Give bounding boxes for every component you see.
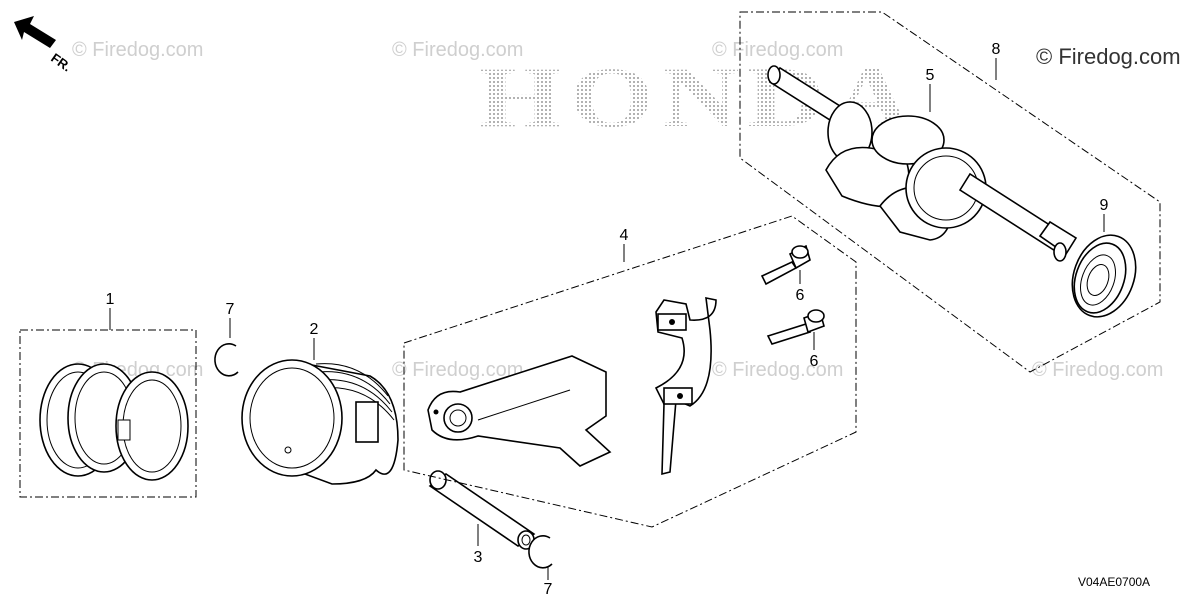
callout-7-lower: 7 bbox=[544, 581, 553, 598]
callout-7-upper: 7 bbox=[226, 301, 235, 318]
crankshaft bbox=[767, 65, 1078, 262]
callout-1: 1 bbox=[106, 291, 115, 308]
callout-8: 8 bbox=[992, 41, 1001, 58]
callout-2: 2 bbox=[310, 321, 319, 338]
callout-5: 5 bbox=[926, 67, 935, 84]
piston-pin-clip bbox=[528, 535, 553, 569]
piston-pin bbox=[428, 470, 536, 550]
watermark-text: © Firedog.com bbox=[712, 39, 843, 61]
front-label: FR. bbox=[48, 50, 74, 74]
crankshaft-bearing bbox=[1071, 234, 1137, 318]
watermark-text: © Firedog.com bbox=[712, 359, 843, 381]
watermark-text: © Firedog.com bbox=[1036, 44, 1181, 69]
piston bbox=[241, 359, 399, 485]
watermark-text: © Firedog.com bbox=[72, 39, 203, 61]
connecting-rod-bolt bbox=[766, 309, 825, 345]
callout-6-upper: 6 bbox=[796, 287, 805, 304]
connecting-rod-cap bbox=[654, 296, 717, 476]
diagram-code: V04AE0700A bbox=[1078, 575, 1150, 589]
connecting-rod bbox=[427, 355, 612, 467]
forward-arrow-icon bbox=[14, 16, 56, 48]
watermark-text: © Firedog.com bbox=[392, 39, 523, 61]
callout-9: 9 bbox=[1100, 197, 1109, 214]
watermark-text: © Firedog.com bbox=[392, 359, 523, 381]
callout-3: 3 bbox=[474, 549, 483, 566]
connecting-rod-bolt bbox=[760, 244, 811, 286]
piston-ring-set bbox=[19, 329, 197, 498]
piston-pin-clip bbox=[214, 343, 239, 377]
callout-6-lower: 6 bbox=[810, 353, 819, 370]
callout-4: 4 bbox=[620, 227, 629, 244]
watermark-text: © Firedog.com bbox=[1032, 359, 1163, 381]
watermarks: © Firedog.com © Firedog.com © Firedog.co… bbox=[72, 39, 1181, 381]
front-direction-indicator: FR. bbox=[14, 16, 74, 74]
